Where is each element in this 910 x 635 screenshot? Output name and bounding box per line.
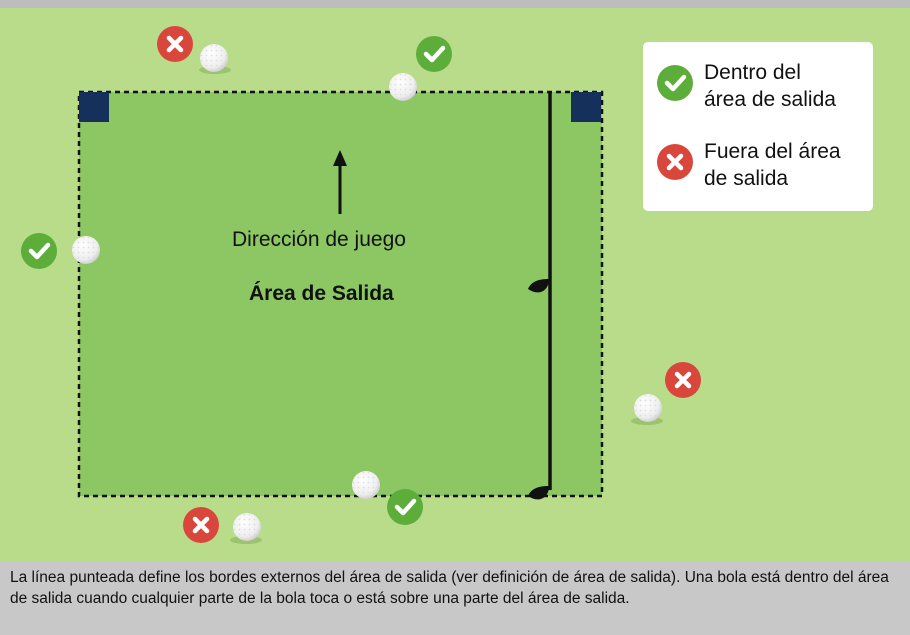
dotted-boundary	[77, 90, 604, 498]
direction-label: Dirección de juego	[232, 228, 406, 251]
ball-bottom-inside	[352, 471, 380, 499]
tee-marker-right	[571, 92, 601, 122]
direction-arrow	[333, 150, 347, 214]
check-icon	[657, 65, 693, 101]
ball-top-inside	[389, 73, 417, 101]
ball-top-outside	[199, 44, 231, 74]
caption-panel: La línea punteada define los bordes exte…	[0, 561, 910, 635]
cross-icon	[157, 26, 193, 62]
cross-icon	[657, 144, 693, 180]
club-head-upper	[528, 271, 551, 293]
caption-text: La línea punteada define los bordes exte…	[10, 569, 889, 607]
ball-left-inside	[72, 236, 100, 264]
legend-outside-label: Fuera del área de salida	[704, 140, 841, 190]
check-icon	[21, 233, 57, 269]
legend-inside-label: Dentro del área de salida	[704, 61, 836, 111]
teeing-area-label: Área de Salida	[249, 282, 394, 305]
cross-icon	[183, 507, 219, 543]
ball-right-outside	[631, 394, 663, 425]
top-strip	[0, 0, 910, 8]
tee-marker-left	[79, 92, 109, 122]
club-length-measure	[528, 92, 552, 500]
check-icon	[416, 36, 452, 72]
cross-icon	[665, 362, 701, 398]
check-icon	[387, 489, 423, 525]
legend-icons	[657, 65, 693, 180]
legend: Dentro del área de salida Fuera del área…	[643, 42, 873, 211]
ball-bottom-outside	[230, 513, 262, 544]
club-head-lower	[528, 478, 551, 500]
